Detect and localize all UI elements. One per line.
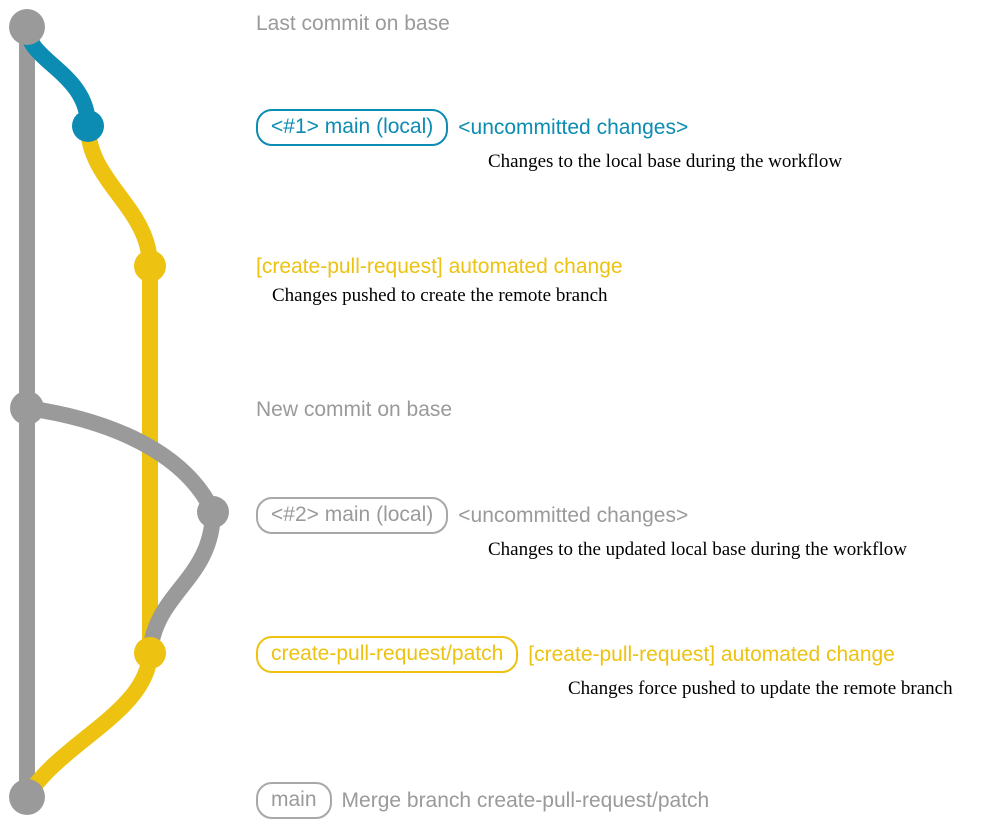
commit-node-base-2[interactable] [10, 391, 44, 425]
commit-node-merge[interactable] [9, 779, 45, 815]
branch-label-main-local-1[interactable]: <#1> main (local) [256, 109, 449, 146]
commit-headline: <uncommitted changes> [458, 503, 689, 527]
commit-description: Changes pushed to create the remote bran… [272, 285, 608, 306]
commit-description: Changes to the updated local base during… [488, 539, 907, 560]
commit-node-patch-2[interactable] [134, 637, 166, 669]
edge-local2-to-patch2 [142, 504, 221, 661]
annotation-row-merge-commit: main Merge branch create-pull-request/pa… [0, 782, 981, 819]
edge-local1-to-patch1 [80, 118, 158, 274]
commit-headline: [create-pull-request] automated change [256, 255, 623, 278]
commit-description: Changes to the local base during the wor… [488, 151, 843, 172]
commit-node-base-1[interactable] [9, 9, 45, 45]
annotation-row-patch-commit-2: create-pull-request/patch [create-pull-r… [0, 636, 981, 700]
commit-headline: Merge branch create-pull-request/patch [341, 788, 710, 812]
commit-node-local-1[interactable] [72, 110, 104, 142]
commit-node-local-2[interactable] [197, 496, 229, 528]
commit-headline: Last commit on base [256, 12, 450, 35]
annotation-row-new-commit-on-base: New commit on base [0, 397, 981, 423]
annotation-row-local-commit-1: <#1> main (local) <uncommitted changes> … [0, 109, 981, 173]
annotation-row-patch-commit-1: [create-pull-request] automated change C… [0, 254, 981, 307]
commit-headline: New commit on base [256, 398, 453, 421]
edge-patch2-to-merge [19, 645, 158, 805]
annotation-row-last-commit-on-base: Last commit on base [0, 11, 981, 37]
branch-label-main-local-2[interactable]: <#2> main (local) [256, 497, 449, 534]
commit-description: Changes force pushed to update the remot… [568, 678, 953, 699]
commit-headline: <uncommitted changes> [458, 115, 689, 139]
annotation-row-local-commit-2: <#2> main (local) <uncommitted changes> … [0, 497, 981, 561]
commit-node-patch-1[interactable] [134, 250, 166, 282]
edge-base2-to-local2 [19, 400, 221, 520]
branch-label-main[interactable]: main [256, 782, 332, 819]
branch-label-create-pull-request-patch[interactable]: create-pull-request/patch [256, 636, 519, 673]
commit-headline: [create-pull-request] automated change [528, 642, 895, 666]
